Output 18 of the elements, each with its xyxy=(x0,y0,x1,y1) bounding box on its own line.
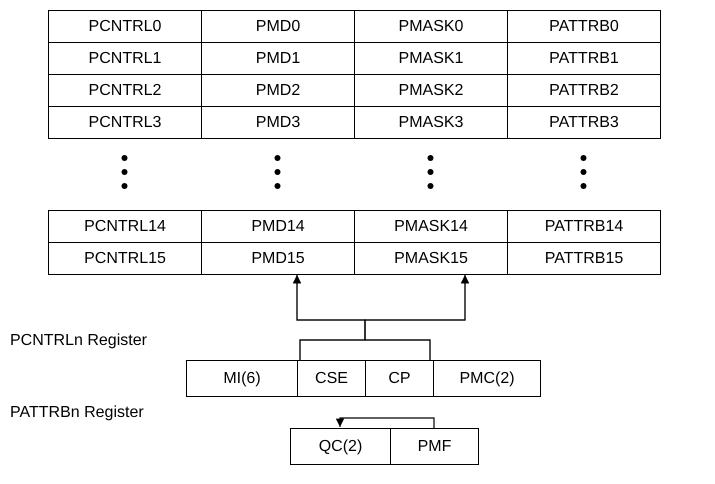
register-field: CP xyxy=(365,360,434,397)
table-cell: PATTRB14 xyxy=(507,210,661,243)
register-field: CSE xyxy=(297,360,366,397)
register-field: PMC(2) xyxy=(433,360,541,397)
table-cell: PCNTRL0 xyxy=(48,10,202,43)
table-cell: PCNTRL15 xyxy=(48,242,202,275)
register-title: PCNTRLn Register xyxy=(10,332,147,350)
arrow xyxy=(336,417,435,428)
arrow xyxy=(364,275,470,360)
table-cell: PATTRB15 xyxy=(507,242,661,275)
register-field: MI(6) xyxy=(186,360,298,397)
table-cell: PATTRB0 xyxy=(507,10,661,43)
register-field: PMF xyxy=(390,428,479,465)
table-cell: PATTRB3 xyxy=(507,106,661,139)
table-cell: PCNTRL3 xyxy=(48,106,202,139)
register-field: QC(2) xyxy=(290,428,391,465)
register-title: PATTRBn Register xyxy=(10,404,144,422)
table-cell: PCNTRL14 xyxy=(48,210,202,243)
